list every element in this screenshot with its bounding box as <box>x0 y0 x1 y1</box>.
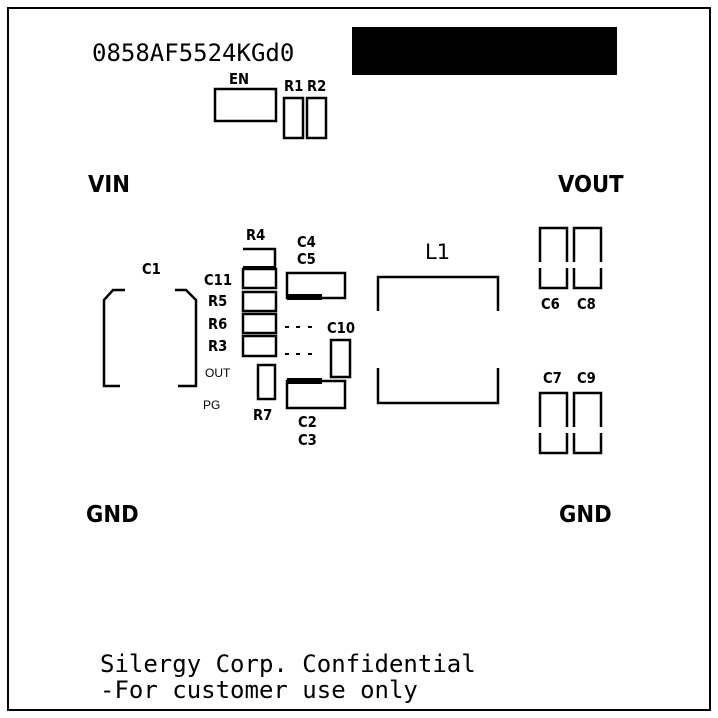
l1-outline-bottom <box>376 368 500 405</box>
r3-label: R3 <box>208 337 228 355</box>
board-outline <box>7 7 711 711</box>
l1-label: L1 <box>425 240 451 264</box>
r5-label: R5 <box>208 292 228 310</box>
r7-footprint <box>256 363 277 401</box>
c1-outline-left <box>102 288 125 388</box>
r1-footprint <box>282 96 305 140</box>
r2-footprint <box>305 96 328 140</box>
c11-label: C11 <box>204 271 233 289</box>
r4-footprint <box>243 247 277 270</box>
c6-footprint <box>538 226 569 290</box>
c11-footprint <box>241 267 278 290</box>
part-number: 0858AF5524KGd0 <box>92 39 295 67</box>
out-label: OUT <box>205 366 231 380</box>
c10-label: C10 <box>327 319 356 337</box>
r5-footprint <box>241 290 278 313</box>
r1-label: R1 <box>284 77 304 95</box>
c3-label: C3 <box>298 431 317 449</box>
pg-label: PG <box>203 398 221 412</box>
confidential-line-2: -For customer use only <box>100 676 418 704</box>
c8-label: C8 <box>577 295 596 313</box>
redacted-block <box>352 27 617 75</box>
r4-label: R4 <box>246 226 266 244</box>
r7-label: R7 <box>253 406 273 424</box>
c9-label: C9 <box>577 369 596 387</box>
r6-label: R6 <box>208 315 228 333</box>
r3-footprint <box>241 334 278 358</box>
c7-footprint <box>538 391 569 455</box>
ic-marks <box>285 326 312 355</box>
c6-label: C6 <box>541 295 560 313</box>
l1-outline-top <box>376 275 500 311</box>
c5-pad <box>287 294 322 300</box>
vout-label: VOUT <box>558 172 624 198</box>
r2-label: R2 <box>307 77 327 95</box>
gnd-left-label: GND <box>86 502 139 528</box>
c1-label: C1 <box>142 260 161 278</box>
c2-pad <box>287 378 322 384</box>
c5-label: C5 <box>297 250 316 268</box>
c7-label: C7 <box>543 369 562 387</box>
c4-label: C4 <box>297 233 316 251</box>
confidential-line-1: Silergy Corp. Confidential <box>100 650 476 678</box>
gnd-right-label: GND <box>559 502 612 528</box>
r4-pad <box>243 266 276 270</box>
c10-footprint <box>329 338 352 379</box>
c2-c3-footprint <box>285 379 347 410</box>
vin-label: VIN <box>88 172 130 198</box>
c9-footprint <box>572 391 603 455</box>
c8-footprint <box>572 226 603 290</box>
c2-label: C2 <box>298 413 317 431</box>
en-label: EN <box>229 70 250 88</box>
c1-outline-right <box>175 288 198 388</box>
en-footprint <box>213 87 278 123</box>
r6-footprint <box>241 312 278 335</box>
